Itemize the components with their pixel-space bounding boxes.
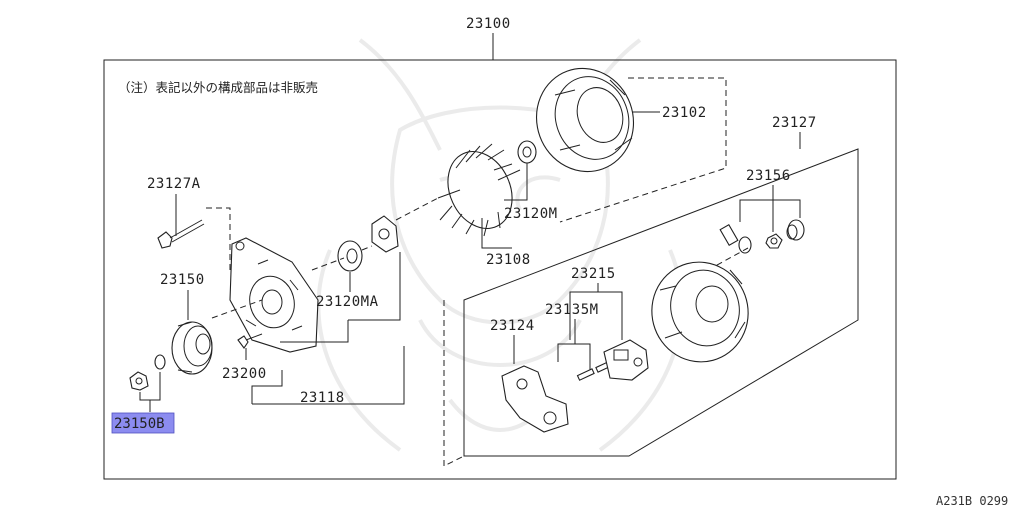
- label-23135M[interactable]: 23135M: [545, 302, 599, 318]
- label-23127[interactable]: 23127: [772, 115, 817, 131]
- note-text: （注）表記以外の構成部品は非販売: [118, 80, 318, 95]
- part-23156-cap[interactable]: [786, 219, 805, 241]
- part-23150B-nut[interactable]: [129, 371, 149, 391]
- part-front-housing[interactable]: [641, 251, 760, 372]
- label-23150[interactable]: 23150: [160, 272, 205, 288]
- outer-frame: [103, 59, 897, 480]
- label-23120MA[interactable]: 23120MA: [316, 294, 379, 310]
- label-23150B[interactable]: 23150B: [114, 416, 165, 432]
- part-23150-pulley[interactable]: [171, 321, 213, 375]
- highlight-23150B: [111, 412, 175, 434]
- part-23120M-bearing[interactable]: [517, 140, 537, 164]
- label-23118[interactable]: 23118: [300, 390, 345, 406]
- part-rear-housing[interactable]: [229, 237, 319, 353]
- label-23127A[interactable]: 23127A: [147, 176, 201, 192]
- label-23100[interactable]: 23100: [466, 16, 511, 32]
- part-23156-terminal[interactable]: [719, 223, 752, 254]
- label-23156[interactable]: 23156: [746, 168, 791, 184]
- part-23120MA-bearing[interactable]: [337, 240, 363, 272]
- box-23127: [463, 148, 859, 457]
- watermark-emblem: [316, 38, 684, 452]
- part-23127A-bolt[interactable]: [157, 219, 205, 249]
- diagram-code: A231B 0299: [936, 494, 1008, 508]
- label-23120M[interactable]: 23120M: [504, 206, 558, 222]
- label-23124[interactable]: 23124: [490, 318, 535, 334]
- part-23200-bolt[interactable]: [237, 333, 263, 349]
- label-23200[interactable]: 23200: [222, 366, 267, 382]
- part-23215-rectifier[interactable]: [603, 339, 649, 381]
- part-23102-cover[interactable]: [522, 55, 648, 186]
- label-23215[interactable]: 23215: [571, 266, 616, 282]
- part-23124-regulator[interactable]: [501, 365, 569, 433]
- part-23108-rotor[interactable]: [436, 141, 524, 239]
- label-23102[interactable]: 23102: [662, 105, 707, 121]
- part-23150B-washer[interactable]: [154, 354, 166, 370]
- label-23108[interactable]: 23108: [486, 252, 531, 268]
- part-retainer-plate[interactable]: [371, 215, 399, 253]
- part-23156-nut[interactable]: [765, 233, 783, 249]
